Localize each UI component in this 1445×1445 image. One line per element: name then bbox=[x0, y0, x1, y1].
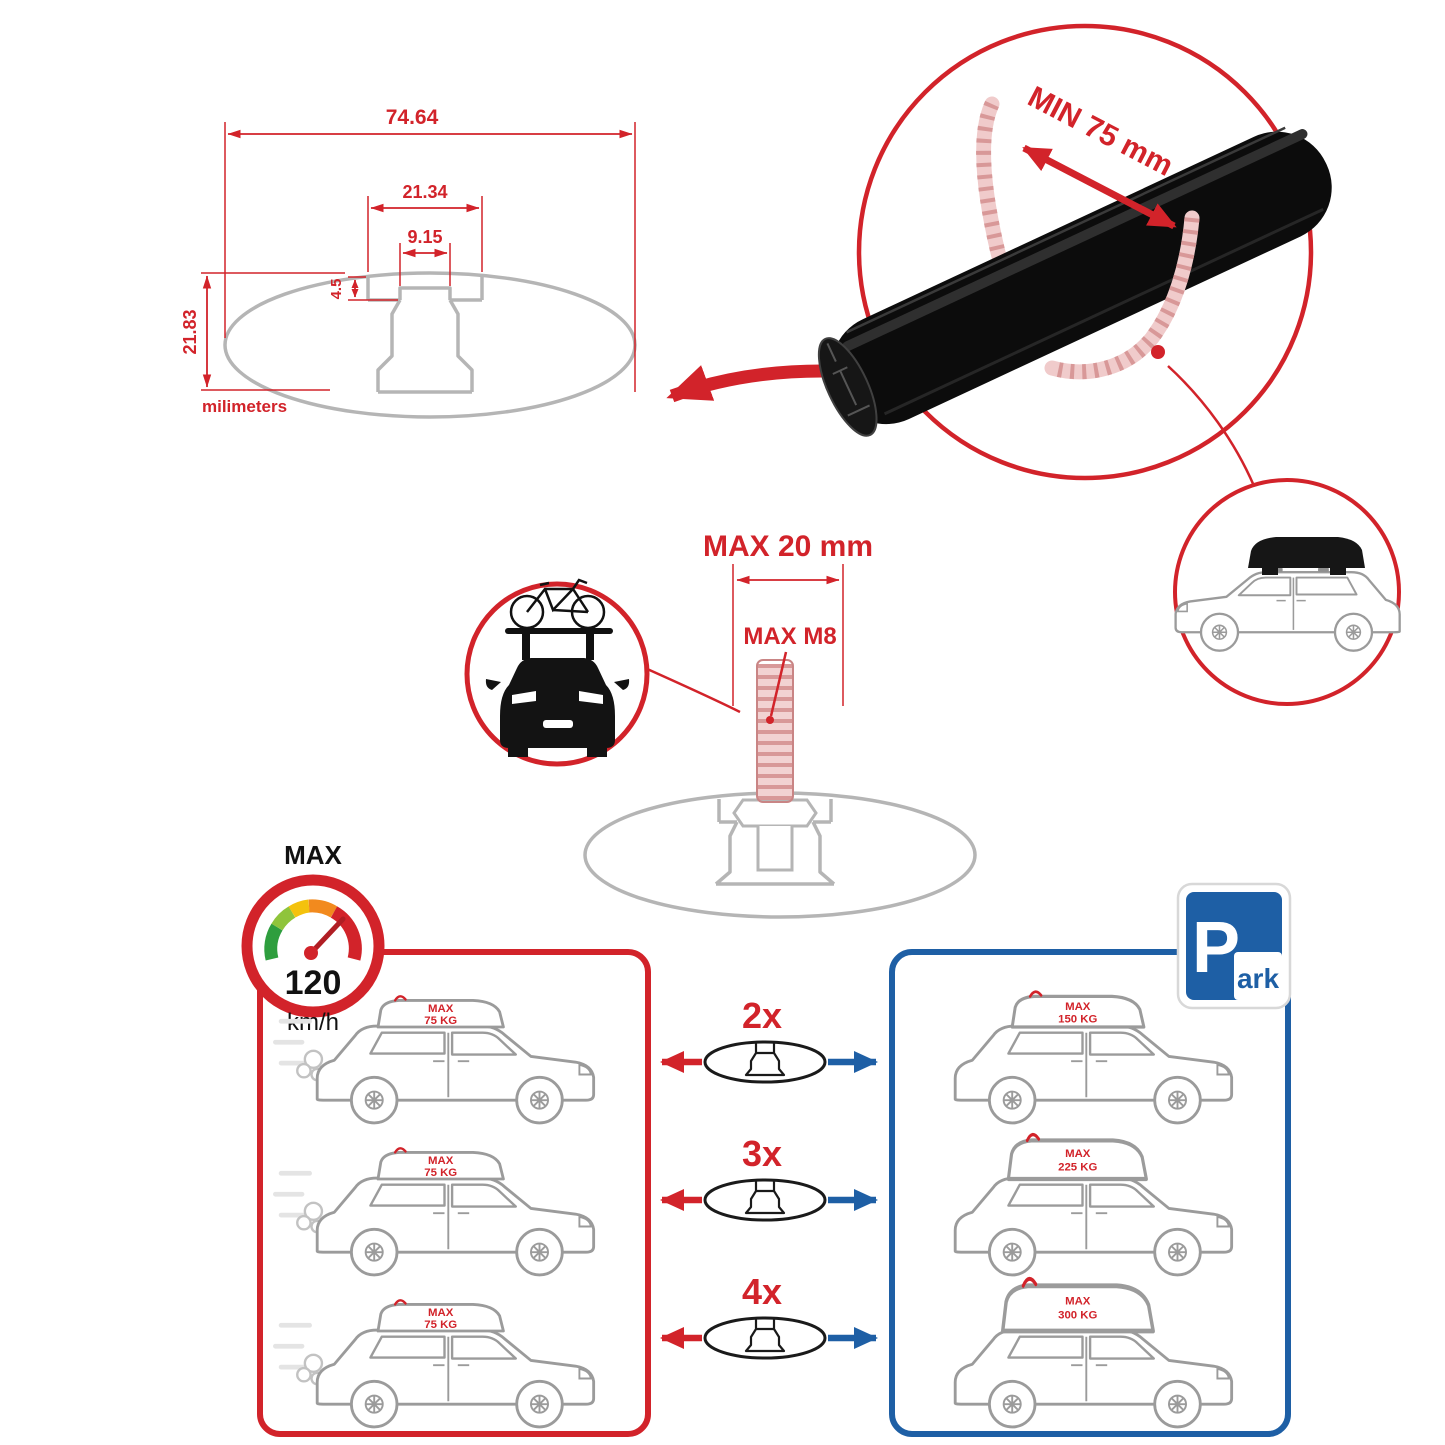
cargo-label-max: MAX bbox=[428, 1003, 454, 1015]
driving-panel bbox=[257, 949, 651, 1437]
count-label: 3x bbox=[742, 1133, 782, 1174]
cargo-label-kg: 300 KG bbox=[1058, 1310, 1097, 1322]
bike-circle-pointer bbox=[644, 666, 741, 714]
car-parked-1: MAX 150 KG bbox=[953, 990, 1234, 1125]
gauge-value: 120 bbox=[285, 964, 342, 1002]
threaded-bolt bbox=[756, 659, 794, 803]
dim-total-width: 74.64 bbox=[386, 106, 439, 129]
gauge-hub bbox=[304, 946, 318, 960]
parking-panel bbox=[889, 949, 1291, 1437]
car-front-icon bbox=[485, 628, 630, 757]
section-t-slot bbox=[714, 799, 836, 886]
cargo-label-kg: 75 KG bbox=[424, 1167, 457, 1179]
bottom-comparison: MAX 120 km/h MAX 75 KG bbox=[241, 840, 1292, 1437]
gauge-needle bbox=[308, 916, 346, 956]
dim-inner-width: 9.15 bbox=[407, 227, 442, 247]
park-letter: P bbox=[1192, 908, 1240, 988]
multiplier-row-1: 2x bbox=[660, 995, 878, 1084]
car-parked-3: MAX 300 KG bbox=[953, 1279, 1234, 1429]
suv-with-roofbox bbox=[1174, 537, 1401, 652]
connector-line-suv bbox=[1167, 365, 1256, 487]
crossbar-render: MIN 75 mm bbox=[817, 23, 1401, 706]
cargo-label-max: MAX bbox=[1065, 1295, 1091, 1307]
park-sign: P ark bbox=[1176, 882, 1292, 1010]
cargo-label-max: MAX bbox=[1065, 1148, 1091, 1160]
multiplier-row-2: 3x bbox=[660, 1133, 878, 1222]
bolt-thread-label: MAX M8 bbox=[743, 623, 836, 650]
car-driving-3: MAX 75 KG bbox=[275, 1298, 596, 1429]
dim-lip-height: 4.5 bbox=[328, 279, 345, 300]
gauge-title: MAX bbox=[284, 840, 342, 870]
dim-slot-width: 21.34 bbox=[402, 182, 447, 202]
roof-box-icon bbox=[1248, 537, 1365, 568]
gauge-arcs bbox=[264, 899, 362, 961]
cargo-label-max: MAX bbox=[428, 1307, 454, 1319]
cargo-label-max: MAX bbox=[428, 1155, 454, 1167]
cargo-label-kg: 150 KG bbox=[1058, 1013, 1097, 1025]
t-slot-nut bbox=[732, 798, 818, 828]
cargo-label-kg: 75 KG bbox=[424, 1015, 457, 1027]
crossbar-section-icon bbox=[703, 1040, 827, 1084]
multiplier-row-3: 4x bbox=[660, 1271, 878, 1360]
count-label: 4x bbox=[742, 1271, 782, 1312]
count-label: 2x bbox=[742, 995, 782, 1036]
u-bolt-dot bbox=[1151, 345, 1165, 359]
dim-total-height: 21.83 bbox=[180, 309, 200, 354]
bolt-spec: MAX 20 mm MAX M8 bbox=[464, 530, 977, 919]
cargo-label-kg: 225 KG bbox=[1058, 1161, 1097, 1173]
park-suffix: ark bbox=[1237, 963, 1279, 994]
car-parked-2: MAX 225 KG bbox=[953, 1135, 1234, 1277]
cargo-label-kg: 75 KG bbox=[424, 1319, 457, 1331]
crossbar-section-icon bbox=[703, 1178, 827, 1222]
speed-gauge: MAX 120 km/h bbox=[241, 840, 385, 1036]
bolt-max-width-label: MAX 20 mm bbox=[703, 530, 873, 563]
park-sign-patch bbox=[1234, 952, 1282, 1000]
cargo-label-max: MAX bbox=[1065, 1001, 1091, 1013]
t-slot-nut-stem bbox=[756, 826, 794, 872]
crossbar-bar bbox=[817, 126, 1332, 437]
min-span-arrow bbox=[1022, 144, 1177, 230]
unit-label: milimeters bbox=[202, 397, 287, 416]
detail-circle bbox=[856, 23, 1314, 481]
car-driving-1: MAX 75 KG bbox=[275, 994, 596, 1125]
thread-pointer-dot bbox=[766, 716, 774, 724]
car-driving-2: MAX 75 KG bbox=[275, 1146, 596, 1277]
crossbar-section-icon bbox=[703, 1316, 827, 1360]
